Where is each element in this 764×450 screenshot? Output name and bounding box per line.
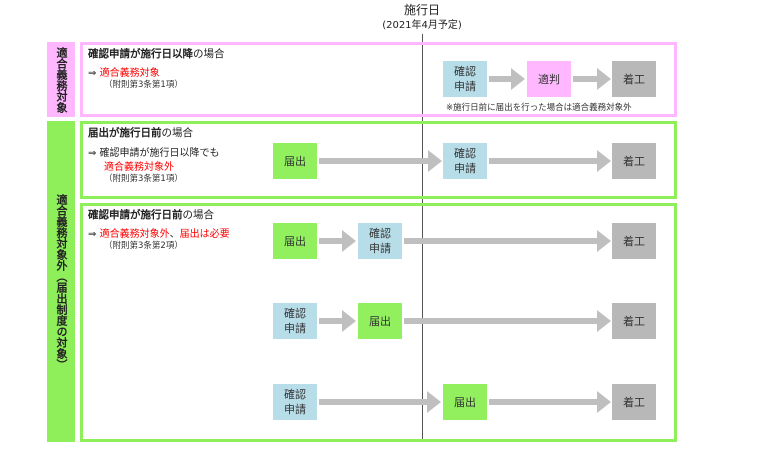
s3r1-arrow-1	[319, 230, 356, 252]
s3r3-arrow-1	[319, 391, 441, 413]
section1-title-bold: 確認申請が施行日以降	[88, 48, 193, 60]
s1-construction-label: 着工	[623, 72, 645, 86]
s1-confirmation-label: 確認申請	[454, 65, 476, 93]
s3r2-confirmation-label: 確認申請	[284, 307, 306, 335]
s2-confirmation-box: 確認申請	[443, 143, 487, 179]
section3-separator: 、	[169, 229, 180, 240]
s3r2-arrow-2	[404, 310, 611, 332]
section1-reference: （附則第3条第1項）	[104, 80, 183, 90]
enforcement-date-header: 施行日 (2021年4月予定)	[362, 3, 482, 33]
section3-result: ⇒ 適合義務対象外、届出は必要	[88, 225, 230, 240]
s3r3-confirmation-label: 確認申請	[284, 388, 306, 416]
s1-arrow-1	[489, 68, 525, 90]
s3r3-confirmation-box: 確認申請	[273, 384, 317, 420]
s3r3-construction-label: 着工	[623, 395, 645, 409]
s3r1-arrow-2	[404, 230, 611, 252]
section1-title: 確認申請が施行日以降の場合	[88, 46, 225, 61]
sidebar-not-applicable-label: 適合義務対象外（届出制度の対象）	[55, 193, 68, 370]
section1-result-text: 適合義務対象	[99, 68, 160, 79]
s1-compliance-box: 適判	[527, 61, 571, 97]
s3r2-confirmation-box: 確認申請	[273, 303, 317, 339]
s3r1-construction-box: 着工	[612, 223, 656, 259]
section-notification-before	[80, 121, 677, 199]
section3-arrow-prefix: ⇒	[88, 229, 97, 240]
section3-title-bold: 確認申請が施行日前	[88, 209, 183, 221]
sidebar-applicable: 適合義務対象	[47, 42, 75, 117]
s3r2-construction-box: 着工	[612, 303, 656, 339]
section2-reference: （附則第3条第1項）	[104, 174, 183, 184]
s3r3-arrow-2	[489, 391, 611, 413]
section2-title: 届出が施行日前の場合	[88, 125, 193, 140]
s1-confirmation-box: 確認申請	[443, 61, 487, 97]
enforcement-date-subtitle: (2021年4月予定)	[382, 20, 462, 31]
section1-result: ⇒ 適合義務対象	[88, 64, 160, 79]
section1-note: ※施行日前に届出を行った場合は適合義務対象外	[446, 103, 632, 113]
sidebar-applicable-label: 適合義務対象	[55, 46, 68, 113]
s2-construction-label: 着工	[623, 154, 645, 168]
s3r3-construction-box: 着工	[612, 384, 656, 420]
section-confirmation-before	[80, 203, 677, 442]
section2-title-rest: の場合	[161, 127, 194, 139]
section2-line1: ⇒ 確認申請が施行日以降でも	[88, 148, 220, 159]
s3r3-notification-box: 届出	[443, 384, 487, 420]
s2-confirmation-label: 確認申請	[454, 147, 476, 175]
s3r2-notification-label: 届出	[369, 314, 391, 328]
s3r2-notification-box: 届出	[358, 303, 402, 339]
s1-compliance-label: 適判	[538, 72, 560, 86]
section1-title-rest: の場合	[193, 48, 225, 60]
section3-title: 確認申請が施行日前の場合	[88, 207, 214, 222]
section3-title-rest: の場合	[182, 209, 215, 221]
s3r3-notification-label: 届出	[454, 395, 476, 409]
section-applicable	[80, 42, 677, 117]
s2-arrow-2	[489, 150, 611, 172]
s2-construction-box: 着工	[612, 143, 656, 179]
s3r1-construction-label: 着工	[623, 234, 645, 248]
section3-result-text-2: 届出は必要	[179, 229, 230, 240]
s2-notification-label: 届出	[284, 154, 306, 168]
s3r1-notification-label: 届出	[284, 234, 306, 248]
s2-arrow-1	[319, 150, 442, 172]
enforcement-date-title: 施行日	[403, 3, 440, 17]
s1-construction-box: 着工	[612, 61, 656, 97]
s3r2-construction-label: 着工	[623, 314, 645, 328]
section2-title-bold: 届出が施行日前	[88, 127, 162, 139]
s2-notification-box: 届出	[273, 143, 317, 179]
section3-reference: （附則第3条第2項）	[104, 241, 183, 251]
s1-arrow-2	[573, 68, 611, 90]
sidebar-not-applicable: 適合義務対象外（届出制度の対象）	[47, 121, 75, 442]
s3r1-confirmation-box: 確認申請	[358, 223, 402, 259]
section1-arrow-prefix: ⇒	[88, 68, 97, 79]
section3-result-text-1: 適合義務対象外	[99, 229, 170, 240]
s3r2-arrow-1	[319, 310, 356, 332]
s3r1-notification-box: 届出	[273, 223, 317, 259]
s3r1-confirmation-label: 確認申請	[369, 227, 391, 255]
section2-result-text: 適合義務対象外	[104, 162, 174, 173]
